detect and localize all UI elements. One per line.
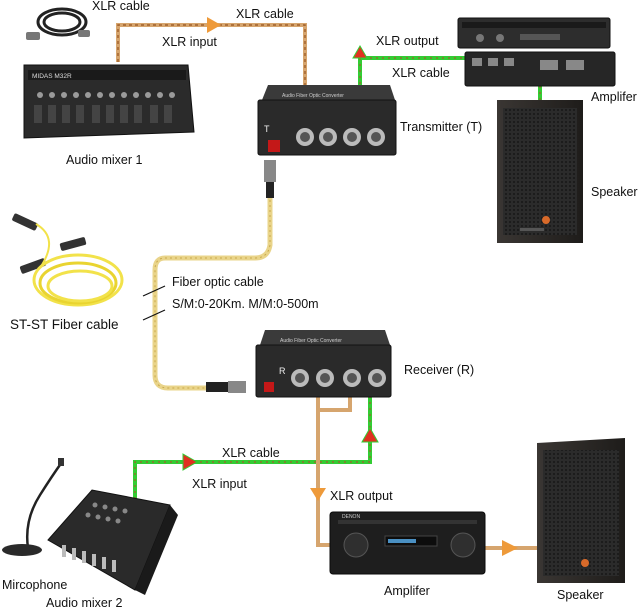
amplifier-bottom: DENON (329, 511, 486, 575)
xlr-cable-coil-icon (26, 7, 90, 40)
label-xlr-cable-top-mid: XLR cable (236, 7, 294, 21)
label-receiver: Receiver (R) (404, 363, 475, 377)
receiver-mark: R (279, 366, 286, 376)
arrow-xlr-output-top (352, 45, 368, 59)
label-xlr-output-bottom: XLR output (330, 489, 393, 503)
transmitter-mark: T (264, 124, 270, 134)
label-transmitter: Transmitter (T) (400, 120, 483, 134)
label-fiber-optic-cable: Fiber optic cable (172, 275, 264, 289)
label-st-st-fiber: ST-ST Fiber cable (10, 317, 119, 332)
label-xlr-cable-top-left: XLR cable (92, 0, 150, 13)
transmitter-device: Audio Fiber Optic Converter T (257, 85, 397, 156)
transmitter-title: Audio Fiber Optic Converter (282, 93, 344, 99)
microphone-icon (2, 458, 64, 556)
mixer1-brand: MIDAS M32R (32, 73, 72, 80)
label-xlr-cable-top-right: XLR cable (392, 66, 450, 80)
arrow-amp-to-speaker (502, 540, 518, 556)
label-xlr-output-top: XLR output (376, 34, 439, 48)
audio-mixer-1: MIDAS M32R (23, 64, 195, 139)
label-xlr-input-bottom: XLR input (192, 477, 247, 491)
avr-brand: DENON (342, 514, 360, 520)
label-speaker-top: Speaker (591, 185, 638, 199)
label-amplifier-top: Amplifer (591, 90, 637, 104)
label-audio-mixer-2: Audio mixer 2 (46, 596, 123, 610)
arrow-receiver-in (361, 426, 379, 443)
fiber-optic-cable (152, 195, 273, 391)
label-speaker-bottom: Speaker (557, 588, 604, 602)
label-microphone: Mircophone (2, 578, 68, 592)
receiver-device: Audio Fiber Optic Converter R (255, 330, 392, 398)
st-st-fiber-coil-icon (12, 213, 124, 307)
audio-mixer-2 (47, 489, 178, 595)
speaker-top (497, 100, 583, 243)
label-distance-spec: S/M:0-20Km. M/M:0-500m (172, 297, 319, 311)
label-amplifier-bottom: Amplifer (384, 584, 430, 598)
arrow-xlr-input-bottom (182, 453, 199, 471)
amplifier-top (457, 17, 616, 87)
speaker-bottom (537, 438, 625, 583)
label-xlr-cable-bottom: XLR cable (222, 446, 280, 460)
arrow-xlr-output-bottom (310, 488, 326, 501)
st-connector-bottom (206, 381, 246, 393)
st-connector-top (264, 160, 276, 198)
label-audio-mixer-1: Audio mixer 1 (66, 153, 143, 167)
receiver-title: Audio Fiber Optic Converter (280, 338, 342, 344)
label-xlr-input-top: XLR input (162, 35, 217, 49)
arrow-xlr-input-top (207, 17, 221, 33)
